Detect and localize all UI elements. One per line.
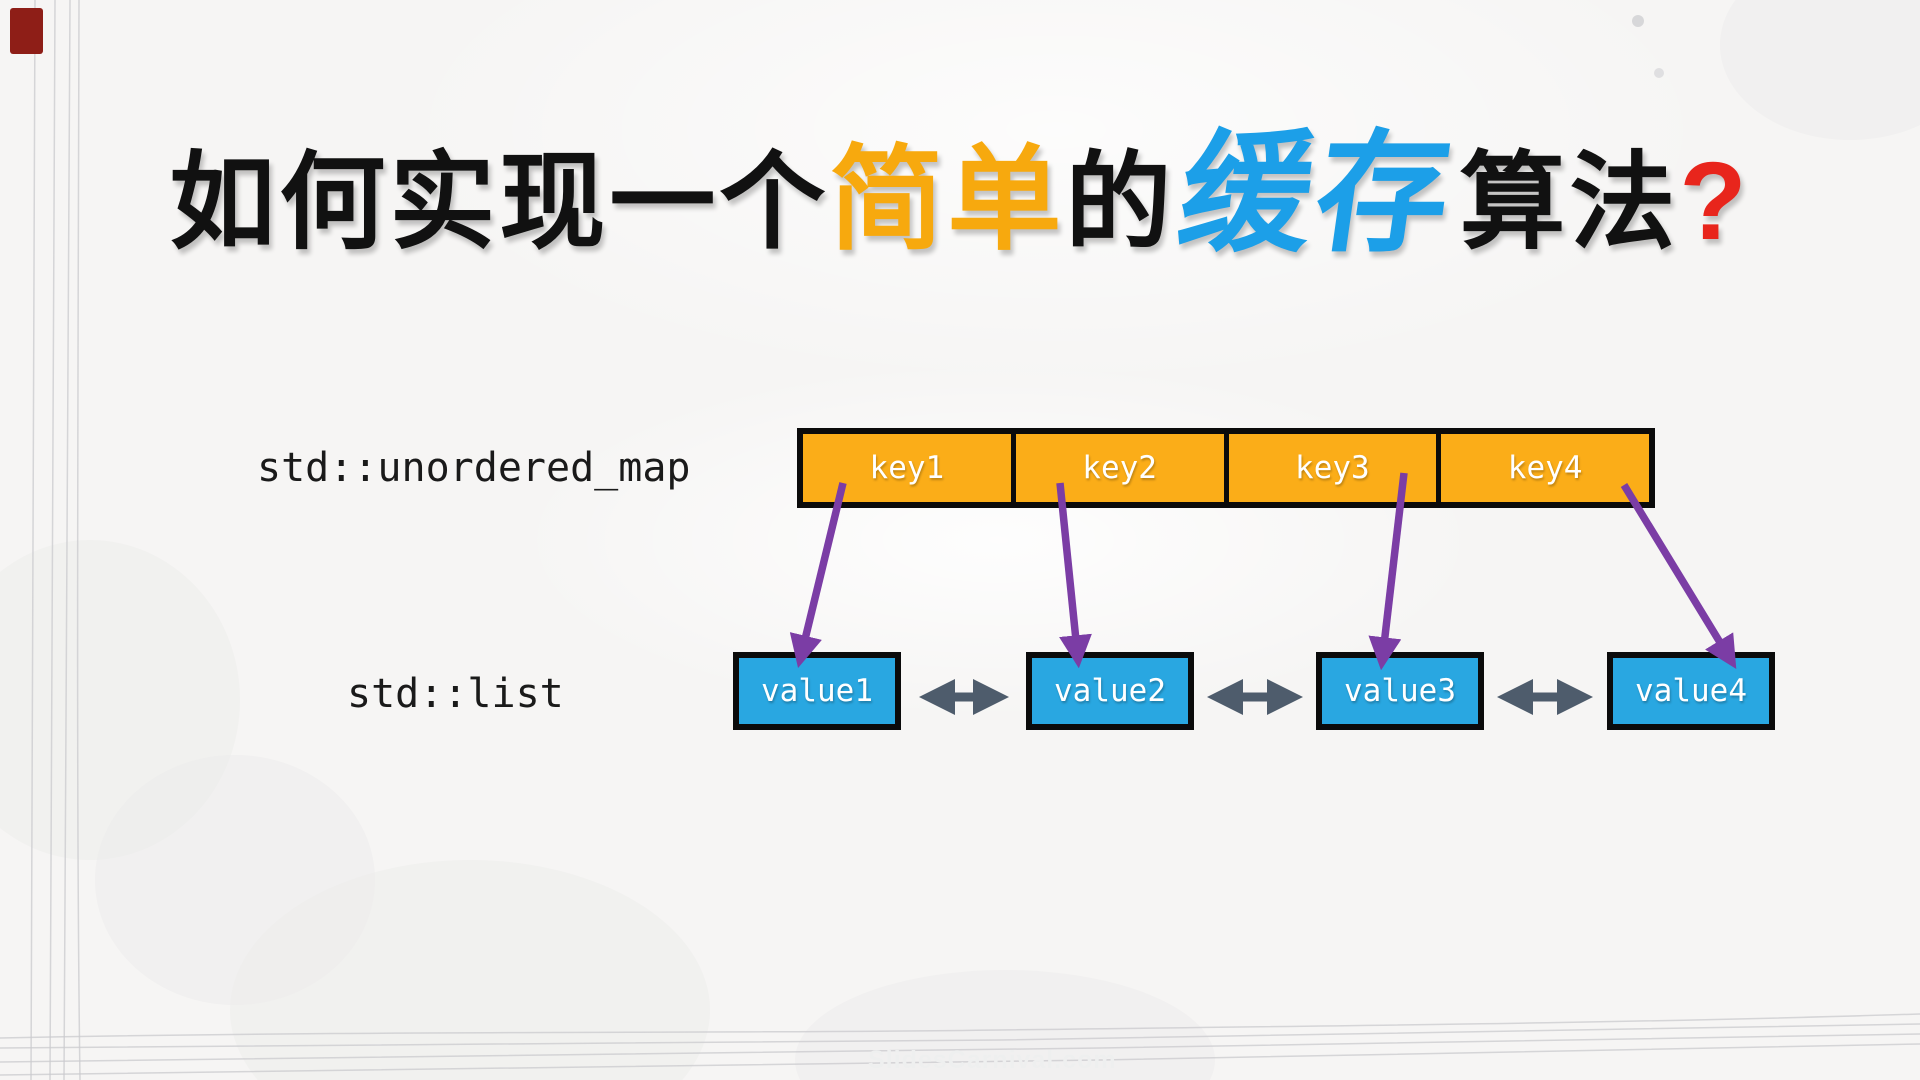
value-node-label: value4 [1635,673,1747,709]
arrow-key1-value1 [789,482,847,669]
value-node-label: value1 [761,673,873,709]
key-cell: key2 [1015,434,1224,502]
arrow-key3-value3 [1368,472,1408,671]
value-node-label: value3 [1344,673,1456,709]
recording-corner-mark [10,8,43,54]
key-cell-label: key4 [1507,450,1583,486]
slide-title: 如何实现一个简单的缓存算法? [0,120,1920,267]
arrow-key4-value4 [1620,483,1737,670]
key-to-value-arrows [789,472,1737,671]
title-segment: 的 [1065,144,1176,262]
key-cell-label: key3 [1295,450,1370,486]
key-cell-label: key1 [869,450,945,486]
key-array: key1 key2 key3 key4 [797,428,1655,508]
list-label: std::list [347,671,564,717]
value-node: value2 [1026,652,1194,730]
key-cell: key4 [1441,434,1649,502]
watermark: SlidesCarnival.com [868,1046,1117,1074]
value-node: value4 [1607,652,1775,730]
arrow-key2-value2 [1056,482,1092,669]
title-segment: 如何实现一个 [169,144,830,262]
title-question-mark: ? [1679,140,1751,263]
value-node-label: value2 [1054,673,1166,709]
key-cell-label: key2 [1082,450,1157,486]
unordered-map-label: std::unordered_map [257,445,691,491]
title-segment-orange: 简单 [829,137,1066,264]
key-cell: key1 [803,434,1011,502]
title-segment: 算法 [1459,144,1680,262]
corner-dots [1632,15,1664,78]
